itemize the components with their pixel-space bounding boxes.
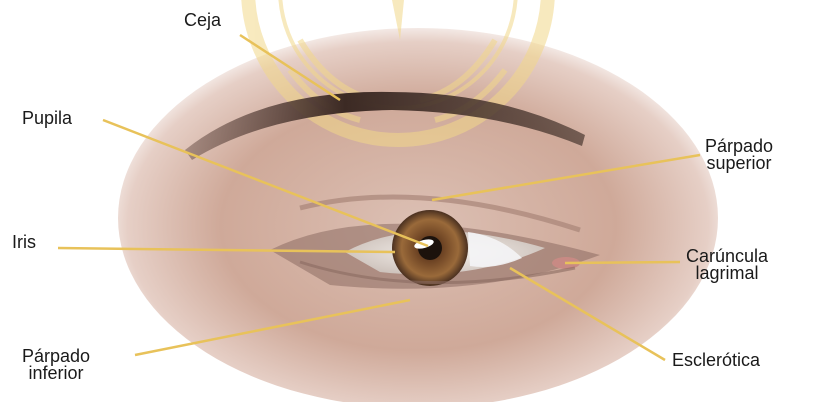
label-pupila: Pupila <box>22 110 72 127</box>
label-parpado-superior: Párpado superior <box>705 138 773 172</box>
label-esclerotica: Esclerótica <box>672 352 760 369</box>
label-iris: Iris <box>12 234 36 251</box>
leader-line-caruncula <box>565 262 680 263</box>
label-caruncula-lagrimal: Carúncula lagrimal <box>686 248 768 282</box>
label-ceja: Ceja <box>184 12 221 29</box>
label-parpado-inferior: Párpado inferior <box>22 348 90 382</box>
